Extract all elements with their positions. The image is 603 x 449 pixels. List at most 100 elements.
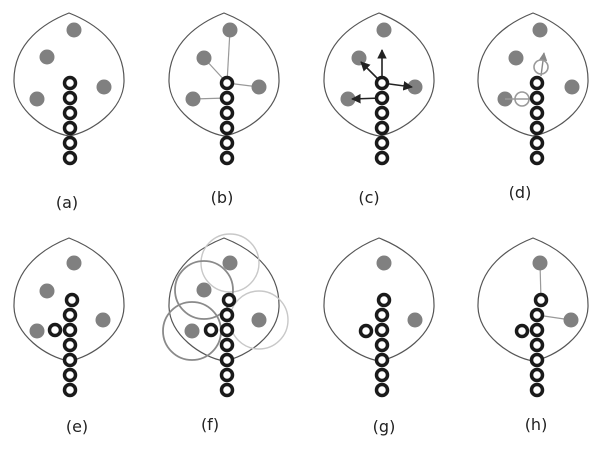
branch-node bbox=[529, 90, 545, 106]
attractor-point bbox=[251, 312, 267, 328]
attractor-point bbox=[66, 22, 82, 38]
panel-d: (d) bbox=[477, 12, 589, 202]
branch-node bbox=[374, 75, 390, 91]
branch-node bbox=[374, 367, 390, 383]
leaf-outline bbox=[168, 12, 280, 137]
branch-node bbox=[219, 120, 235, 136]
branch-node-new bbox=[203, 322, 219, 338]
branch-node bbox=[219, 75, 235, 91]
branch-node bbox=[374, 307, 390, 323]
branch-node bbox=[529, 120, 545, 136]
attractor-point bbox=[29, 323, 45, 339]
attractor-point bbox=[222, 22, 238, 38]
panel-label: (a) bbox=[56, 193, 78, 212]
branch-node bbox=[374, 135, 390, 151]
attractor-point bbox=[564, 79, 580, 95]
branch-node bbox=[219, 382, 235, 398]
branch-node bbox=[529, 105, 545, 121]
branch-node bbox=[62, 382, 78, 398]
branch-node bbox=[62, 135, 78, 151]
panel-c: (c) bbox=[323, 12, 435, 207]
attractor-point bbox=[184, 323, 200, 339]
candidate-node bbox=[514, 91, 530, 107]
attractor-point bbox=[66, 255, 82, 271]
candidate-node bbox=[533, 59, 549, 75]
branch-node bbox=[374, 105, 390, 121]
leaf-outline bbox=[477, 12, 589, 137]
branch-node bbox=[62, 352, 78, 368]
panel-label: (f) bbox=[201, 415, 219, 434]
panel-b: (b) bbox=[168, 12, 280, 207]
branch-node bbox=[62, 90, 78, 106]
branch-node bbox=[374, 352, 390, 368]
attractor-point bbox=[351, 50, 367, 66]
panel-label: (e) bbox=[66, 417, 88, 436]
branch-node bbox=[374, 322, 390, 338]
branch-node bbox=[529, 135, 545, 151]
attractor-point bbox=[563, 312, 579, 328]
panel-a: (a) bbox=[13, 12, 125, 212]
branch-node bbox=[219, 307, 235, 323]
branch-node bbox=[62, 322, 78, 338]
panel-label: (c) bbox=[358, 188, 379, 207]
branch-node bbox=[529, 367, 545, 383]
branch-node-new bbox=[221, 292, 237, 308]
attractor-point bbox=[95, 312, 111, 328]
branch-node-new bbox=[47, 322, 63, 338]
branch-node bbox=[62, 105, 78, 121]
branch-node bbox=[219, 322, 235, 338]
panel-label: (d) bbox=[509, 183, 532, 202]
branch-node bbox=[62, 75, 78, 91]
branch-node bbox=[514, 323, 530, 339]
panel-g: (g) bbox=[323, 237, 435, 436]
branch-node bbox=[219, 150, 235, 166]
attractor-point bbox=[29, 91, 45, 107]
branch-node bbox=[374, 90, 390, 106]
branch-node bbox=[219, 105, 235, 121]
attractor-point bbox=[196, 50, 212, 66]
attractor-point bbox=[376, 255, 392, 271]
influence-line bbox=[226, 29, 231, 84]
branch-node bbox=[219, 367, 235, 383]
branch-node bbox=[358, 323, 374, 339]
branch-node bbox=[374, 337, 390, 353]
branch-node bbox=[529, 150, 545, 166]
candidate-arrow bbox=[538, 52, 548, 77]
branch-node bbox=[529, 307, 545, 323]
panel-e: (e) bbox=[13, 237, 125, 436]
branch-node bbox=[529, 337, 545, 353]
branch-node bbox=[62, 337, 78, 353]
attractor-point bbox=[376, 22, 392, 38]
attractor-point bbox=[251, 79, 267, 95]
branch-node bbox=[219, 352, 235, 368]
branch-node bbox=[219, 337, 235, 353]
branch-node bbox=[219, 135, 235, 151]
panel-f: (f) bbox=[162, 233, 289, 434]
attractor-point bbox=[532, 255, 548, 271]
branch-node bbox=[529, 352, 545, 368]
attractor-point bbox=[407, 312, 423, 328]
attractor-point bbox=[185, 91, 201, 107]
kill-radius-circle bbox=[200, 233, 260, 293]
branch-node bbox=[529, 75, 545, 91]
branch-node bbox=[374, 382, 390, 398]
branch-node-new bbox=[64, 292, 80, 308]
leaf-outline bbox=[323, 12, 435, 137]
branch-node bbox=[219, 90, 235, 106]
branch-node bbox=[374, 120, 390, 136]
attractor-point bbox=[39, 283, 55, 299]
panel-label: (h) bbox=[525, 415, 548, 434]
kill-radius-circle bbox=[174, 260, 234, 320]
branch-node bbox=[62, 150, 78, 166]
branch-node bbox=[376, 292, 392, 308]
branch-node bbox=[62, 120, 78, 136]
attractor-point bbox=[508, 50, 524, 66]
branch-node bbox=[62, 307, 78, 323]
attractor-point bbox=[222, 255, 238, 271]
branch-node bbox=[62, 367, 78, 383]
attractor-point bbox=[39, 49, 55, 65]
branch-node bbox=[533, 292, 549, 308]
branch-node bbox=[374, 150, 390, 166]
